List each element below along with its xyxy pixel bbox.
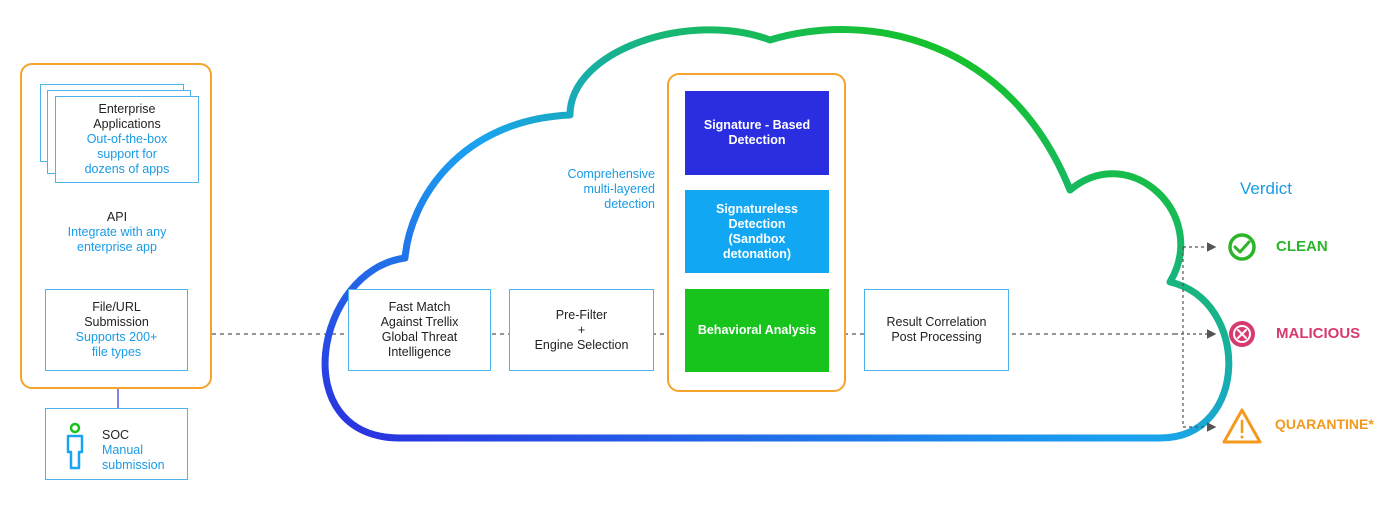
- enterprise-apps-card[interactable]: Enterprise Applications Out-of-the-box s…: [55, 96, 199, 183]
- pre-filter-2: +: [577, 322, 586, 337]
- enterprise-desc-1: Out-of-the-box: [86, 132, 168, 146]
- verdict-branches: [1175, 242, 1217, 432]
- pre-filter-1: Pre-Filter: [555, 307, 608, 322]
- verdict-quarantine: QUARANTINE*: [1275, 416, 1374, 432]
- signatureless-detection-box[interactable]: Signatureless Detection (Sandbox detonat…: [685, 190, 829, 273]
- verdict-title: Verdict: [1240, 179, 1292, 198]
- pre-filter-box[interactable]: Pre-Filter + Engine Selection: [509, 289, 654, 371]
- file-url-submission-box[interactable]: File/URL Submission Supports 200+ file t…: [45, 289, 188, 371]
- soc-desc-2: submission: [102, 458, 165, 472]
- pre-filter-3: Engine Selection: [534, 337, 629, 352]
- signatureless-4: detonation): [722, 246, 792, 261]
- fast-match-1: Fast Match: [388, 300, 451, 314]
- signatureless-3: (Sandbox: [728, 231, 786, 246]
- caption-line-2: multi-layered: [583, 182, 655, 196]
- soc-text: SOC Manual submission: [102, 428, 165, 473]
- behavioral-analysis-box[interactable]: Behavioral Analysis: [685, 289, 829, 372]
- result-correlation-box[interactable]: Result Correlation Post Processing: [864, 289, 1009, 371]
- verdict-malicious: MALICIOUS: [1276, 325, 1361, 342]
- signature-1: Signature - Based: [703, 118, 811, 132]
- result-1: Result Correlation: [886, 315, 987, 329]
- x-circle-icon: [1229, 321, 1255, 347]
- soc-title: SOC: [102, 428, 130, 442]
- cloud-outline: [321, 26, 1233, 442]
- person-icon: [66, 422, 84, 470]
- check-circle-icon: [1228, 233, 1256, 261]
- soc-box[interactable]: [45, 408, 188, 480]
- behavioral-label: Behavioral Analysis: [697, 323, 817, 337]
- caption-line-1: Comprehensive: [567, 167, 655, 181]
- api-label: API Integrate with any enterprise app: [40, 208, 194, 256]
- enterprise-desc-2: support for: [97, 147, 157, 161]
- signature-detection-box[interactable]: Signature - Based Detection: [685, 91, 829, 175]
- submission-title-1: File/URL: [92, 300, 141, 314]
- warning-triangle-icon: [1222, 408, 1262, 444]
- signatureless-1: Signatureless: [716, 201, 798, 216]
- enterprise-desc-3: dozens of apps: [84, 162, 170, 176]
- signatureless-2: Detection: [728, 216, 786, 231]
- submission-title-2: Submission: [84, 315, 149, 329]
- cloud-caption: Comprehensive multi-layered detection: [545, 167, 655, 212]
- fast-match-2: Against Trellix: [380, 315, 459, 329]
- api-desc-2: enterprise app: [77, 239, 157, 254]
- fast-match-box[interactable]: Fast Match Against Trellix Global Threat…: [348, 289, 491, 371]
- enterprise-title-1: Enterprise: [98, 102, 156, 116]
- soc-desc-1: Manual: [102, 443, 143, 457]
- fast-match-3: Global Threat: [381, 330, 458, 344]
- fast-match-4: Intelligence: [387, 345, 452, 359]
- result-2: Post Processing: [891, 330, 982, 344]
- api-title: API: [106, 209, 128, 224]
- verdict-clean: CLEAN: [1276, 238, 1328, 255]
- submission-desc-2: file types: [91, 345, 142, 359]
- submission-desc-1: Supports 200+: [75, 330, 158, 344]
- caption-line-3: detection: [604, 197, 655, 211]
- api-desc-1: Integrate with any: [67, 224, 167, 239]
- enterprise-title-2: Applications: [93, 117, 161, 131]
- signature-2: Detection: [728, 133, 786, 147]
